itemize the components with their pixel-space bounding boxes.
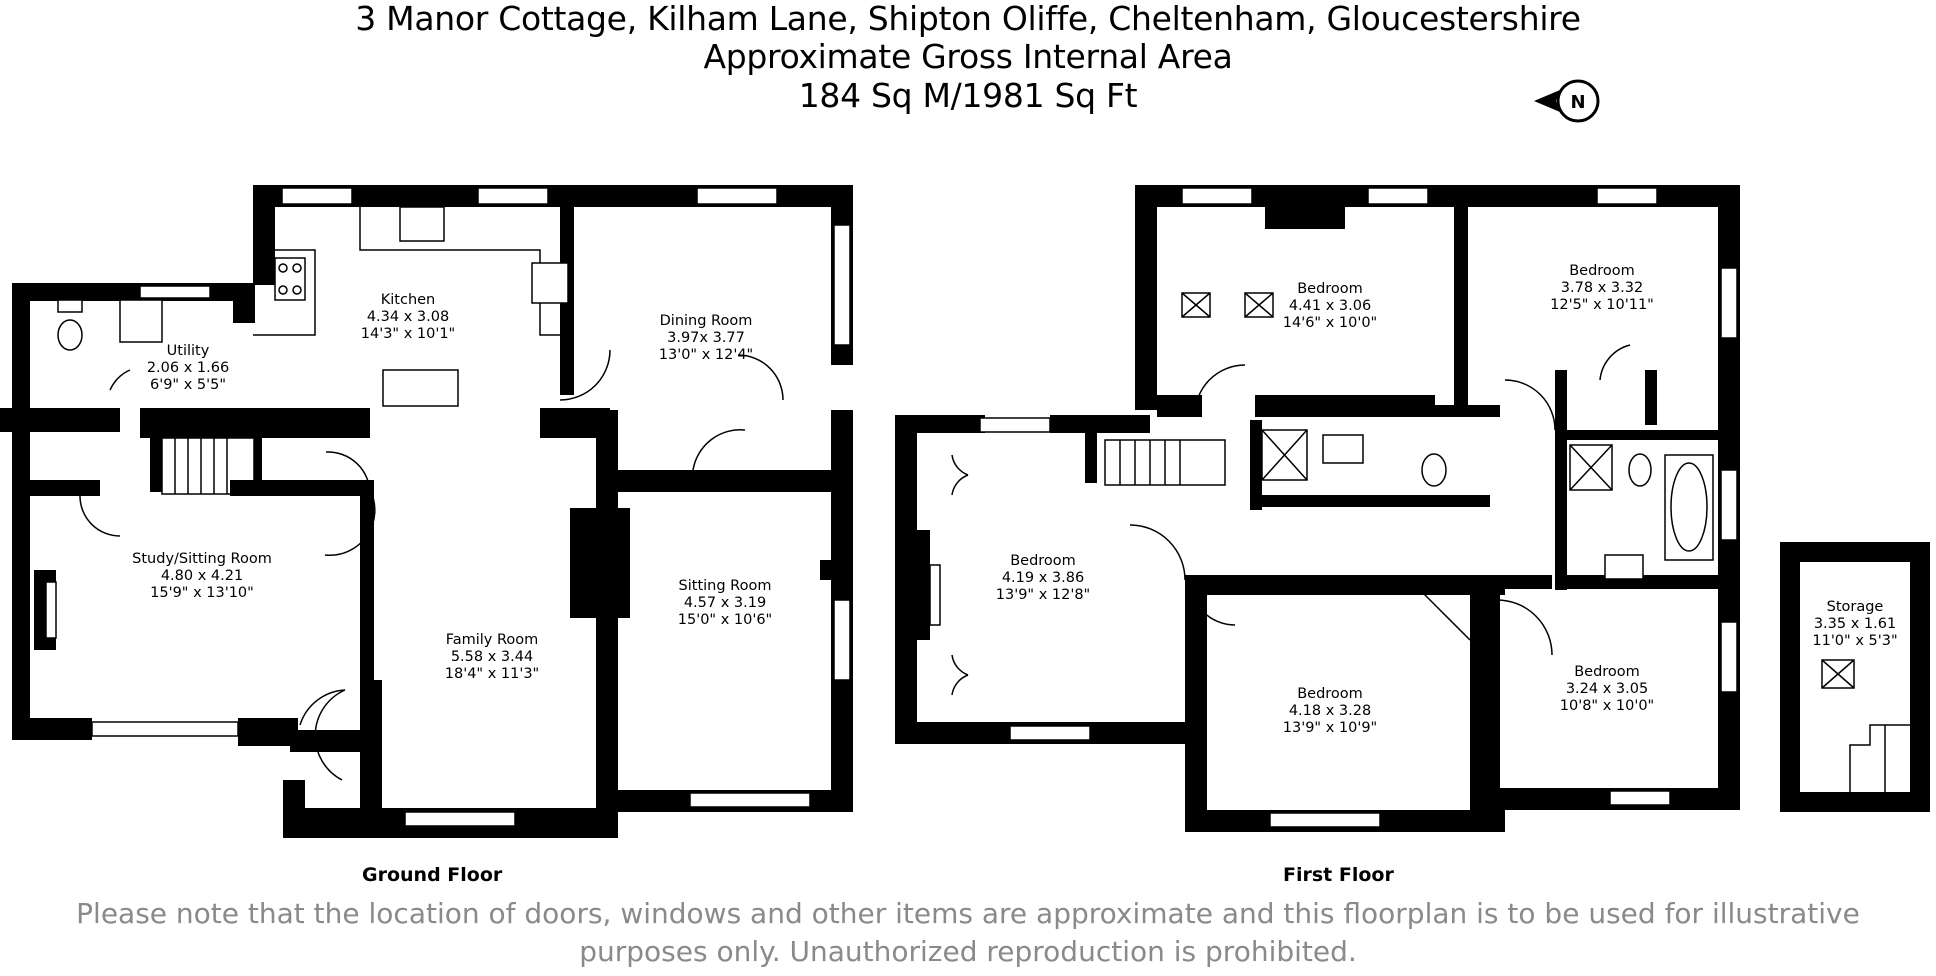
room-imperial: 18'4" x 11'3"	[444, 666, 540, 682]
disclaimer-line-2: purposes only. Unauthorized reproduction…	[579, 935, 1357, 968]
room-name: Family Room	[445, 632, 539, 648]
first-floor-label: First Floor	[1283, 864, 1394, 886]
room-metric: 4.18 x 3.28	[1288, 703, 1372, 719]
room-imperial: 14'3" x 10'1"	[360, 326, 456, 342]
room-label-storage: Storage 3.35 x 1.61 11'0" x 5'3"	[1812, 599, 1897, 650]
compass-letter: N	[1570, 92, 1585, 113]
room-imperial: 6'9" x 5'5"	[149, 377, 226, 393]
room-metric: 3.97x 3.77	[667, 330, 745, 346]
area-figure: 184 Sq M/1981 Sq Ft	[798, 76, 1138, 115]
room-label-bedroom-1: Bedroom 4.41 x 3.06 14'6" x 10'0"	[1283, 281, 1377, 332]
room-imperial: 13'9" x 10'9"	[1282, 720, 1378, 736]
ground-floor-plan	[0, 185, 853, 838]
room-metric: 3.78 x 3.32	[1560, 280, 1644, 296]
room-imperial: 15'9" x 13'10"	[150, 585, 254, 601]
room-label-study-sitting-room: Study/Sitting Room 4.80 x 4.21 15'9" x 1…	[132, 551, 272, 602]
room-name: Bedroom	[1297, 686, 1363, 702]
room-imperial: 10'8" x 10'0"	[1559, 698, 1655, 714]
room-name: Sitting Room	[678, 578, 772, 594]
room-imperial: 13'9" x 12'8"	[995, 587, 1091, 603]
room-name: Storage	[1826, 599, 1884, 615]
room-label-bedroom-5: Bedroom 3.24 x 3.05 10'8" x 10'0"	[1560, 664, 1654, 715]
room-name: Bedroom	[1574, 664, 1640, 680]
room-name: Bedroom	[1010, 553, 1076, 569]
room-metric: 4.41 x 3.06	[1288, 298, 1372, 314]
room-label-family-room: Family Room 5.58 x 3.44 18'4" x 11'3"	[445, 632, 539, 683]
room-name: Utility	[166, 343, 210, 359]
room-metric: 2.06 x 1.66	[146, 360, 230, 376]
area-subtitle: Approximate Gross Internal Area	[703, 37, 1233, 76]
room-label-bedroom-3: Bedroom 4.19 x 3.86 13'9" x 12'8"	[996, 553, 1090, 604]
room-imperial: 15'0" x 10'6"	[677, 612, 773, 628]
storage-outbuilding	[1780, 542, 1930, 812]
room-name: Kitchen	[380, 292, 436, 308]
room-name: Study/Sitting Room	[132, 551, 272, 567]
room-metric: 4.19 x 3.86	[1001, 570, 1085, 586]
room-metric: 3.35 x 1.61	[1813, 616, 1897, 632]
room-name: Dining Room	[659, 313, 753, 329]
room-name: Bedroom	[1297, 281, 1363, 297]
address-title: 3 Manor Cottage, Kilham Lane, Shipton Ol…	[355, 0, 1581, 38]
compass-icon: N	[1534, 79, 1600, 123]
room-label-bedroom-4: Bedroom 4.18 x 3.28 13'9" x 10'9"	[1283, 686, 1377, 737]
room-imperial: 11'0" x 5'3"	[1812, 633, 1898, 649]
room-name: Bedroom	[1569, 263, 1635, 279]
room-label-kitchen: Kitchen 4.34 x 3.08 14'3" x 10'1"	[361, 292, 455, 343]
ground-floor-label: Ground Floor	[362, 864, 503, 886]
room-metric: 5.58 x 3.44	[450, 649, 534, 665]
room-metric: 4.57 x 3.19	[683, 595, 767, 611]
room-label-dining-room: Dining Room 3.97x 3.77 13'0" x 12'4"	[659, 313, 753, 364]
room-imperial: 12'5" x 10'11"	[1550, 297, 1654, 313]
room-imperial: 13'0" x 12'4"	[658, 347, 754, 363]
room-metric: 4.34 x 3.08	[366, 309, 450, 325]
room-imperial: 14'6" x 10'0"	[1282, 315, 1378, 331]
disclaimer-line-1: Please note that the location of doors, …	[76, 897, 1860, 930]
room-label-utility: Utility 2.06 x 1.66 6'9" x 5'5"	[147, 343, 229, 394]
room-metric: 4.80 x 4.21	[160, 568, 244, 584]
room-label-bedroom-2: Bedroom 3.78 x 3.32 12'5" x 10'11"	[1550, 263, 1654, 314]
room-metric: 3.24 x 3.05	[1565, 681, 1649, 697]
first-floor-plan	[895, 185, 1740, 832]
room-label-sitting-room: Sitting Room 4.57 x 3.19 15'0" x 10'6"	[678, 578, 772, 629]
